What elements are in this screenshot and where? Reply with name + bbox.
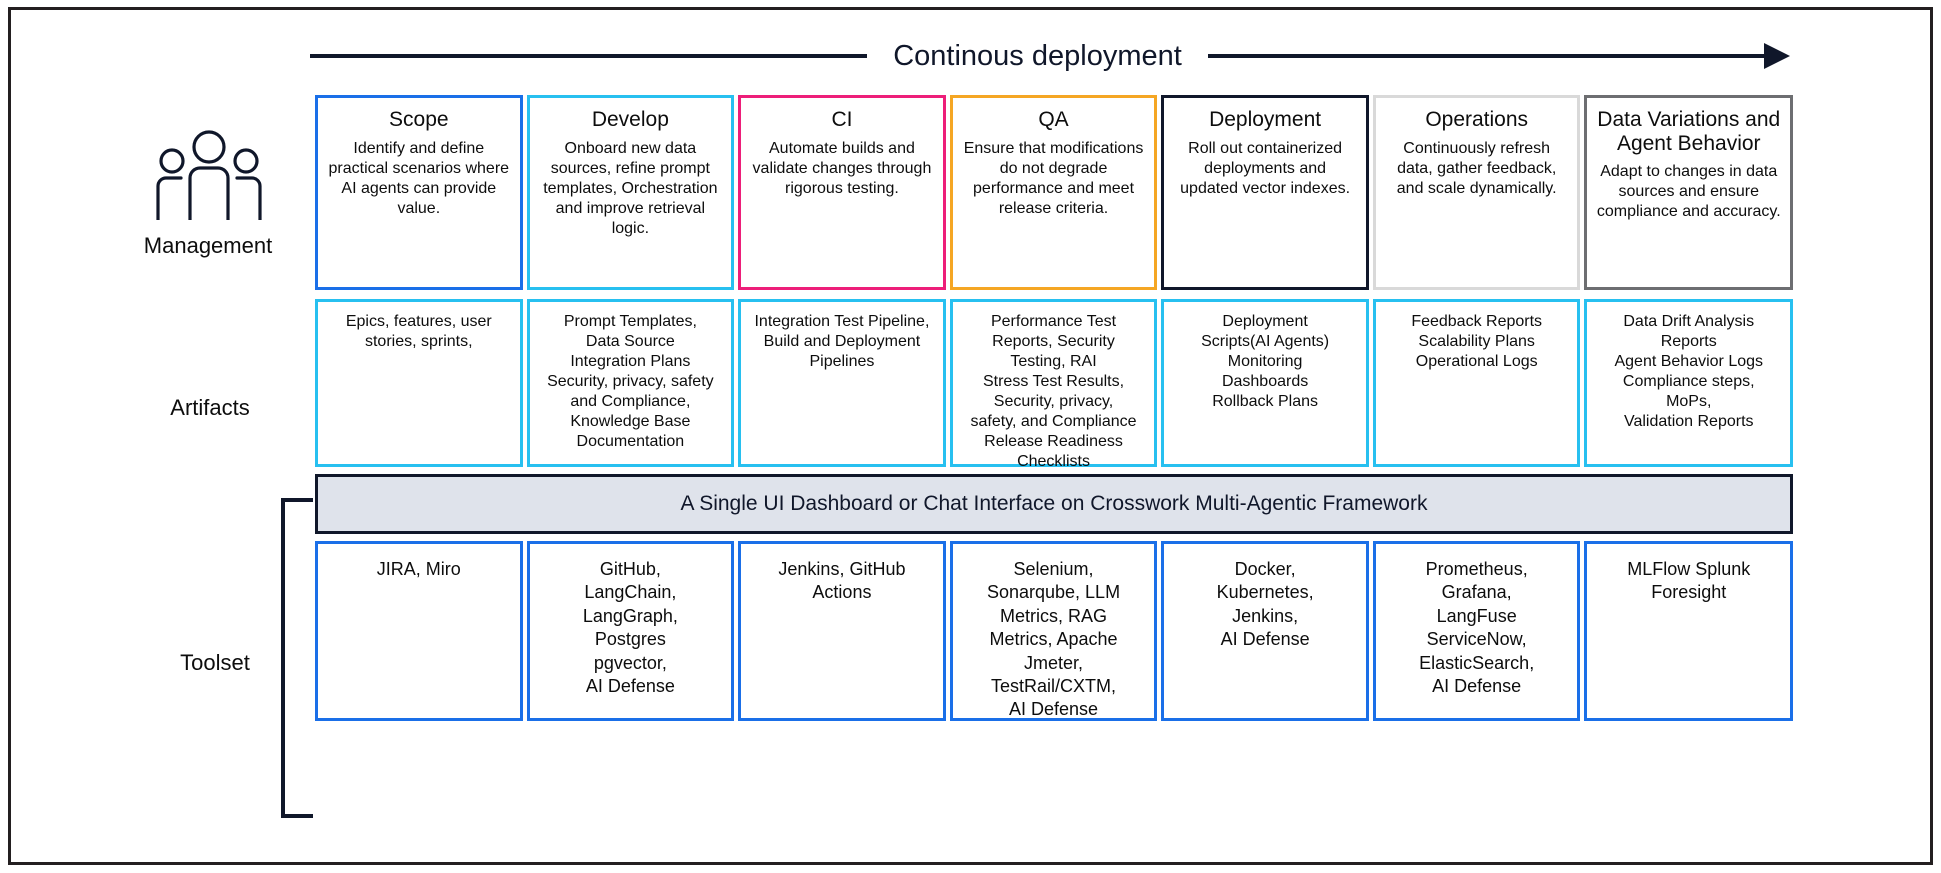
artifacts-cell-qa[interactable]: Performance Test Reports, Security Testi…: [949, 299, 1158, 470]
toolset-cell-scope[interactable]: JIRA, Miro: [315, 541, 523, 721]
management-cell-qa[interactable]: QA Ensure that modifications do not degr…: [949, 95, 1158, 290]
unified-dashboard-banner[interactable]: A Single UI Dashboard or Chat Interface …: [315, 474, 1793, 534]
management-cell-develop[interactable]: Develop Onboard new data sources, refine…: [526, 95, 735, 290]
artifacts-text-develop: Prompt Templates, Data Source Integratio…: [547, 313, 714, 450]
people-group-icon: [150, 128, 268, 222]
phase-desc-qa: Ensure that modifications do not degrade…: [963, 139, 1144, 217]
toolset-cell-develop[interactable]: GitHub, LangChain, LangGraph, Postgres p…: [526, 541, 735, 721]
artifacts-text-ci: Integration Test Pipeline, Build and Dep…: [754, 313, 930, 370]
row-label-artifacts: Artifacts: [170, 395, 250, 420]
phase-title-ci: CI: [831, 108, 853, 131]
toolset-text-deployment: Docker, Kubernetes, Jenkins, AI Defense: [1216, 559, 1314, 650]
phase-title-operations: Operations: [1425, 108, 1529, 131]
phase-desc-operations: Continuously refresh data, gather feedba…: [1396, 139, 1557, 197]
toolset-bracket: [277, 498, 313, 818]
management-cell-ci[interactable]: CI Automate builds and validate changes …: [738, 95, 946, 290]
phase-desc-develop: Onboard new data sources, refine prompt …: [543, 139, 718, 237]
artifacts-text-operations: Feedback Reports Scalability Plans Opera…: [1411, 313, 1543, 370]
phase-title-deployment: Deployment: [1209, 108, 1322, 131]
toolset-row: JIRA, Miro GitHub, LangChain, LangGraph,…: [315, 541, 1794, 721]
artifacts-row: Epics, features, user stories, sprints, …: [315, 299, 1794, 470]
page-title: Continous deployment: [893, 39, 1182, 72]
toolset-cell-data-variations[interactable]: MLFlow Splunk Foresight: [1584, 541, 1794, 721]
toolset-cell-operations[interactable]: Prometheus, Grafana, LangFuse ServiceNow…: [1372, 541, 1581, 721]
management-cell-data-variations[interactable]: Data Variations and Agent Behavior Adapt…: [1584, 95, 1794, 290]
phase-title-data-variations: Data Variations and Agent Behavior: [1597, 108, 1781, 155]
management-row: Scope Identify and define practical scen…: [315, 95, 1794, 290]
artifacts-cell-operations[interactable]: Feedback Reports Scalability Plans Opera…: [1372, 299, 1581, 467]
toolset-text-operations: Prometheus, Grafana, LangFuse ServiceNow…: [1419, 559, 1535, 696]
toolset-text-scope: JIRA, Miro: [376, 559, 461, 579]
row-label-toolset: Toolset: [180, 650, 250, 675]
phase-desc-scope: Identify and define practical scenarios …: [328, 139, 510, 217]
phase-title-qa: QA: [1038, 108, 1069, 131]
toolset-cell-deployment[interactable]: Docker, Kubernetes, Jenkins, AI Defense: [1161, 541, 1369, 721]
toolset-cell-qa[interactable]: Selenium, Sonarqube, LLM Metrics, RAG Me…: [949, 541, 1158, 721]
artifacts-cell-scope[interactable]: Epics, features, user stories, sprints,: [315, 299, 523, 467]
artifacts-cell-ci[interactable]: Integration Test Pipeline, Build and Dep…: [738, 299, 946, 467]
toolset-text-ci: Jenkins, GitHub Actions: [778, 559, 906, 603]
management-cell-deployment[interactable]: Deployment Roll out containerized deploy…: [1161, 95, 1369, 290]
arrow-line-left: [310, 54, 868, 58]
phase-title-scope: Scope: [389, 108, 449, 131]
toolset-text-develop: GitHub, LangChain, LangGraph, Postgres p…: [582, 559, 678, 696]
management-cell-scope[interactable]: Scope Identify and define practical scen…: [315, 95, 523, 290]
artifacts-cell-data-variations[interactable]: Data Drift Analysis Reports Agent Behavi…: [1584, 299, 1794, 467]
toolset-text-data-variations: MLFlow Splunk Foresight: [1627, 559, 1751, 603]
phase-desc-data-variations: Adapt to changes in data sources and ens…: [1596, 163, 1781, 221]
phase-desc-ci: Automate builds and validate changes thr…: [752, 139, 932, 197]
toolset-cell-ci[interactable]: Jenkins, GitHub Actions: [738, 541, 946, 721]
artifacts-text-data-variations: Data Drift Analysis Reports Agent Behavi…: [1614, 313, 1764, 430]
artifacts-text-deployment: Deployment Scripts(AI Agents) Monitoring…: [1201, 313, 1330, 410]
continuous-deployment-arrow: Continous deployment: [310, 36, 1791, 76]
artifacts-cell-develop[interactable]: Prompt Templates, Data Source Integratio…: [526, 299, 735, 467]
toolset-text-qa: Selenium, Sonarqube, LLM Metrics, RAG Me…: [986, 559, 1121, 720]
artifacts-cell-deployment[interactable]: Deployment Scripts(AI Agents) Monitoring…: [1161, 299, 1369, 467]
row-label-management: Management: [143, 233, 273, 258]
management-cell-operations[interactable]: Operations Continuously refresh data, ga…: [1372, 95, 1581, 290]
phase-title-develop: Develop: [591, 108, 669, 131]
lifecycle-grid: Scope Identify and define practical scen…: [315, 95, 1794, 721]
arrow-line-right: [1207, 54, 1766, 58]
arrow-head-icon: [1764, 43, 1791, 69]
outer-frame: [8, 7, 1933, 865]
phase-desc-deployment: Roll out containerized deployments and u…: [1180, 139, 1351, 197]
artifacts-text-qa: Performance Test Reports, Security Testi…: [970, 313, 1137, 470]
artifacts-text-scope: Epics, features, user stories, sprints,: [345, 313, 492, 350]
